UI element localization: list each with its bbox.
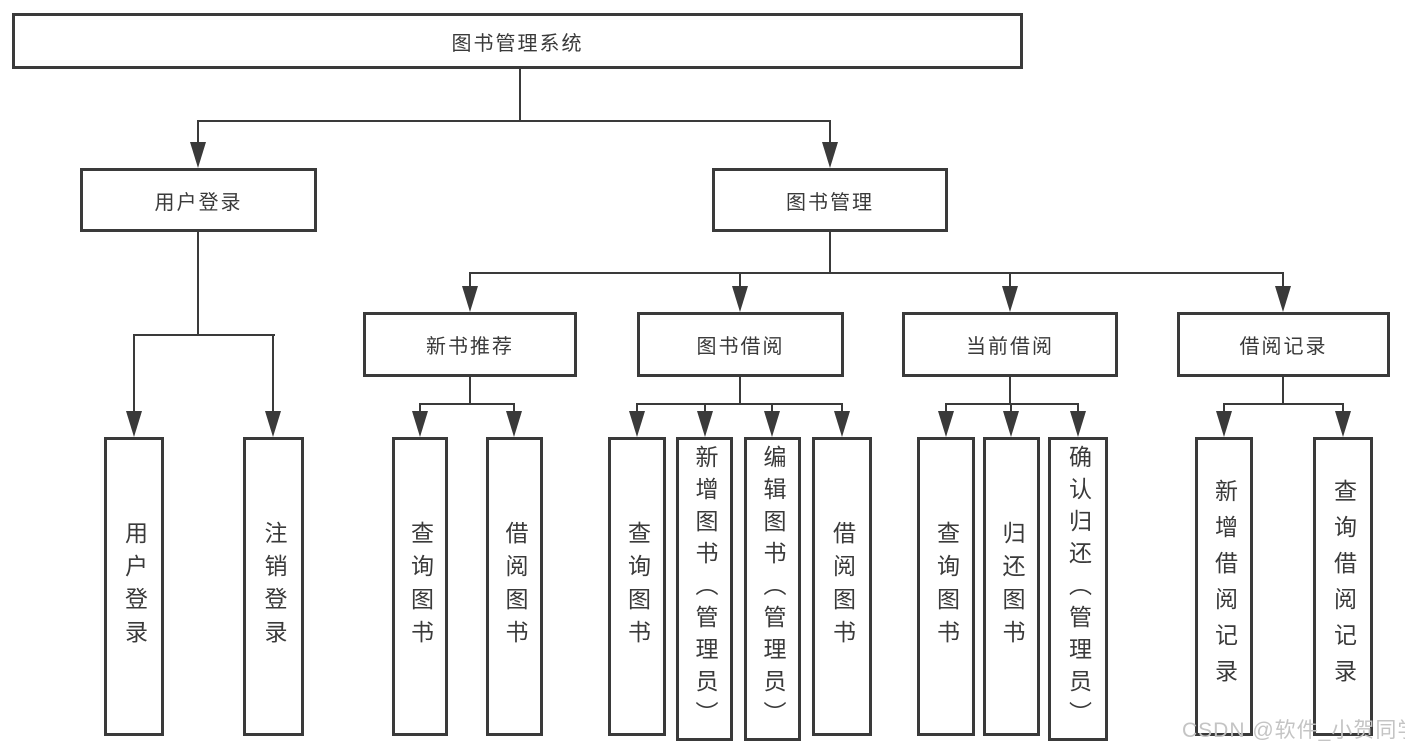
arrow-down-icon: [1216, 411, 1232, 437]
arrow-down-icon: [697, 411, 713, 437]
connector-line: [469, 272, 471, 288]
node-root-label: 图书管理系统: [451, 32, 584, 55]
leaf-edit-book-admin-label: 编辑图书（管理员）: [760, 445, 786, 733]
leaf-borrow-book-borrowing-label: 借阅图书: [829, 520, 856, 653]
connector-line: [197, 120, 831, 122]
connector-line: [1077, 403, 1079, 413]
connector-line: [1010, 403, 1012, 413]
connector-line: [1009, 377, 1011, 403]
connector-line: [841, 403, 843, 413]
node-root: 图书管理系统: [12, 13, 1023, 69]
arrow-down-icon: [1003, 411, 1019, 437]
arrow-down-icon: [506, 411, 522, 437]
node-borrowing-records-label: 借阅记录: [1239, 336, 1328, 358]
leaf-query-borrow-record: 查询借阅记录: [1313, 437, 1373, 736]
arrow-down-icon: [732, 286, 748, 312]
leaf-confirm-return-admin-label: 确认归还（管理员）: [1065, 445, 1092, 733]
node-book-borrowing: 图书借阅: [637, 312, 844, 377]
connector-line: [419, 403, 421, 413]
leaf-borrow-book-recommend-label: 借阅图书: [502, 520, 528, 653]
arrow-down-icon: [1275, 286, 1291, 312]
node-new-book-recommend-label: 新书推荐: [426, 336, 514, 358]
node-user-login-label: 用户登录: [154, 191, 243, 214]
connector-line: [637, 403, 843, 405]
connector-line: [1223, 403, 1344, 405]
arrow-down-icon: [1070, 411, 1086, 437]
arrow-down-icon: [764, 411, 780, 437]
arrow-down-icon: [1335, 411, 1351, 437]
leaf-confirm-return-admin: 确认归还（管理员）: [1048, 437, 1108, 741]
leaf-return-book-label: 归还图书: [999, 520, 1025, 653]
leaf-return-book: 归还图书: [983, 437, 1040, 736]
leaf-logout: 注销登录: [243, 437, 304, 736]
connector-line: [513, 403, 515, 413]
arrow-down-icon: [1002, 286, 1018, 312]
leaf-query-book-current-label: 查询图书: [933, 520, 960, 653]
connector-line: [133, 334, 135, 412]
connector-line: [197, 120, 199, 144]
leaf-borrow-book-recommend: 借阅图书: [486, 437, 543, 736]
leaf-add-book-admin-label: 新增图书（管理员）: [692, 445, 718, 733]
arrow-down-icon: [462, 286, 478, 312]
node-new-book-recommend: 新书推荐: [363, 312, 577, 377]
arrow-down-icon: [126, 411, 142, 437]
connector-line: [419, 403, 515, 405]
arrow-down-icon: [822, 142, 838, 168]
connector-line: [771, 403, 773, 413]
connector-line: [519, 67, 521, 120]
connector-line: [945, 403, 947, 413]
connector-line: [1282, 272, 1284, 288]
arrow-down-icon: [190, 142, 206, 168]
node-borrowing-records: 借阅记录: [1177, 312, 1390, 377]
leaf-user-login: 用户登录: [104, 437, 164, 736]
arrow-down-icon: [412, 411, 428, 437]
connector-line: [133, 334, 275, 336]
arrow-down-icon: [834, 411, 850, 437]
leaf-add-book-admin: 新增图书（管理员）: [676, 437, 733, 741]
leaf-query-borrow-record-label: 查询借阅记录: [1330, 478, 1357, 695]
connector-line: [1282, 377, 1284, 403]
node-user-login: 用户登录: [80, 168, 317, 232]
connector-line: [636, 403, 638, 413]
leaf-user-login-label: 用户登录: [121, 520, 148, 653]
leaf-query-book-borrowing-label: 查询图书: [624, 520, 651, 653]
connector-line: [945, 403, 1079, 405]
leaf-edit-book-admin: 编辑图书（管理员）: [744, 437, 801, 741]
connector-line: [829, 232, 831, 272]
connector-line: [739, 377, 741, 403]
connector-line: [1342, 403, 1344, 413]
connector-line: [739, 272, 741, 288]
connector-line: [469, 272, 1284, 274]
connector-line: [272, 334, 274, 412]
csdn-watermark: CSDN @软件_小贺同学: [1182, 719, 1405, 742]
connector-line: [829, 120, 831, 144]
leaf-add-borrow-record-label: 新增借阅记录: [1211, 478, 1238, 695]
node-current-borrowing: 当前借阅: [902, 312, 1118, 377]
connector-line: [704, 403, 706, 413]
connector-line: [197, 232, 199, 334]
connector-line: [1009, 272, 1011, 288]
arrow-down-icon: [938, 411, 954, 437]
arrow-down-icon: [265, 411, 281, 437]
connector-line: [469, 377, 471, 403]
leaf-query-book-recommend-label: 查询图书: [407, 520, 434, 653]
arrow-down-icon: [629, 411, 645, 437]
leaf-add-borrow-record: 新增借阅记录: [1195, 437, 1253, 736]
node-book-management-label: 图书管理: [786, 191, 874, 214]
node-current-borrowing-label: 当前借阅: [966, 336, 1054, 358]
leaf-query-book-borrowing: 查询图书: [608, 437, 666, 736]
leaf-logout-label: 注销登录: [261, 520, 287, 653]
node-book-management: 图书管理: [712, 168, 948, 232]
leaf-borrow-book-borrowing: 借阅图书: [812, 437, 872, 736]
node-book-borrowing-label: 图书借阅: [696, 336, 785, 358]
connector-line: [1223, 403, 1225, 413]
leaf-query-book-current: 查询图书: [917, 437, 975, 736]
leaf-query-book-recommend: 查询图书: [392, 437, 448, 736]
